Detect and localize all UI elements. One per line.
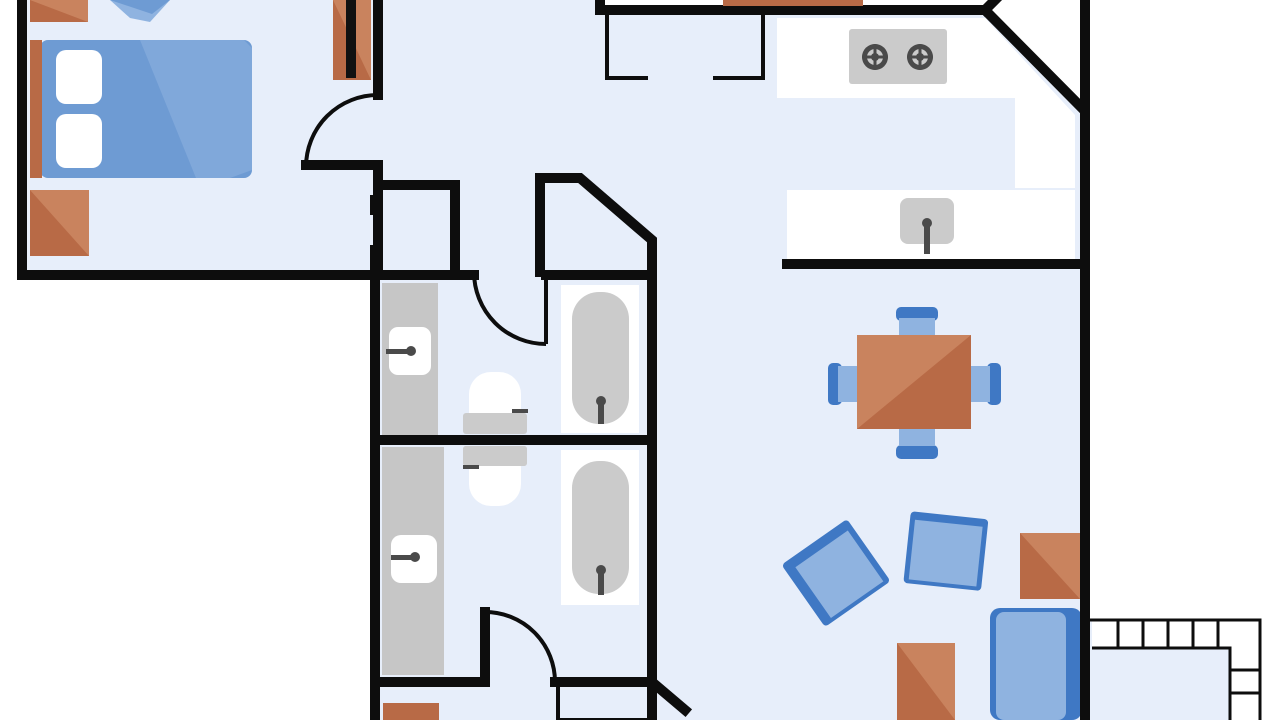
pillow-icon	[56, 50, 102, 104]
lower-cabinet	[383, 703, 439, 720]
headboard	[30, 40, 42, 178]
sofa-icon	[990, 608, 1082, 720]
toilet-icon	[463, 446, 527, 506]
nightstand-icon	[30, 190, 89, 256]
bed-icon	[40, 40, 252, 178]
closet-door	[605, 14, 765, 80]
wall-bedroom-right-mid	[301, 160, 383, 280]
wall-lower-angle	[644, 674, 693, 718]
coffee-table-icon	[897, 643, 955, 720]
stove-icon	[849, 29, 947, 84]
side-table-icon	[1020, 533, 1080, 599]
kitchen-top-cabinet	[723, 0, 863, 6]
wall-top-kitchen-right	[977, 0, 1003, 18]
chair-icon	[896, 307, 938, 340]
blanket-corner	[110, 0, 170, 22]
bedroom-furniture	[30, 0, 371, 256]
chair-icon	[896, 424, 938, 459]
bathroom-fixtures	[386, 292, 629, 595]
wardrobe-icon	[333, 0, 371, 80]
bathtub-icon	[572, 292, 629, 424]
wall-closet-right	[535, 173, 657, 720]
kitchen	[777, 18, 1075, 260]
chair-icon	[968, 363, 1001, 405]
wall-top	[595, 0, 1090, 116]
dining-table-icon	[857, 335, 971, 429]
wall-closet	[373, 180, 460, 277]
nightstand-icon	[30, 0, 88, 22]
sink-icon	[391, 535, 437, 583]
pillow-icon	[56, 114, 102, 168]
armchair-icon	[903, 511, 989, 591]
sink-icon	[386, 327, 431, 375]
dining-living-furniture	[383, 307, 1082, 720]
armchair-icon	[783, 520, 889, 626]
walls	[17, 0, 1090, 720]
bathtub-icon	[572, 461, 629, 595]
chair-icon	[828, 363, 860, 405]
toilet-icon	[463, 372, 528, 434]
door-swing-icon	[472, 271, 548, 346]
sink-icon	[900, 198, 954, 254]
railing-icon	[1090, 618, 1262, 720]
